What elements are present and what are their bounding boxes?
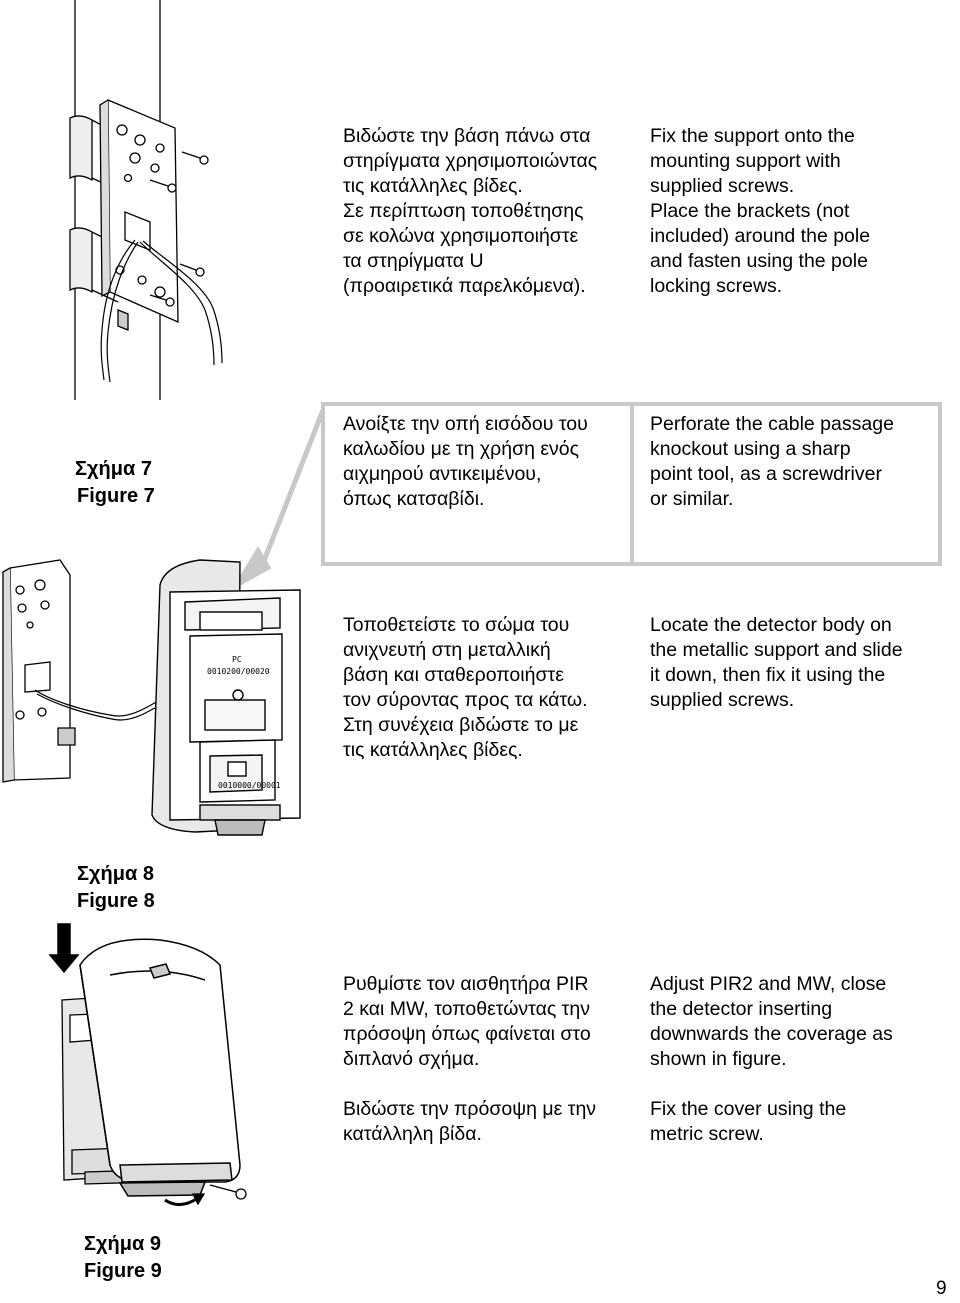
figure7-english-text: Perforate the cable passage knockout usi…	[650, 413, 894, 510]
figure7-greek-text: Ανοίξτε την οπή εισόδου του καλωδίου με …	[343, 413, 588, 510]
pcb-label-1: PC	[232, 655, 242, 664]
cover-closing-illustration	[48, 923, 247, 1206]
figure9-caption-english: Figure 9	[84, 1260, 162, 1282]
figure9-caption-greek: Σχήμα 9	[84, 1233, 161, 1255]
step4-english-text-2: Fix the cover using the metric screw.	[650, 1098, 847, 1145]
figure8-caption-greek: Σχήμα 8	[77, 863, 154, 885]
figure7-frame-divider	[630, 402, 634, 566]
step4-greek-text-1: Ρυθμίστε τον αισθητήρα PIR 2 και MW, τοπ…	[343, 973, 591, 1070]
figure8-caption-english: Figure 8	[77, 890, 155, 912]
step4-greek-text-2: Βιδώστε την πρόσοψη με την κατάλληλη βίδ…	[343, 1098, 597, 1145]
step4-english-text-1: Adjust PIR2 and MW, close the detector i…	[650, 973, 893, 1070]
page-number: 9	[936, 1278, 947, 1299]
step3-english-text: Locate the detector body on the metallic…	[650, 614, 903, 711]
pole-bracket-illustration	[69, 0, 223, 400]
pcb-label-2: 0010200/00020	[207, 667, 270, 676]
pcb-label-3: 0010000/00001	[218, 781, 281, 790]
pointer-arrow	[231, 409, 326, 591]
step1-english-text: Fix the support onto the mounting suppor…	[650, 125, 871, 297]
step1-greek-text: Βιδώστε την βάση πάνω στα στηρίγματα χρη…	[343, 125, 598, 297]
step3-greek-text: Τοποθετείστε το σώμα του ανιχνευτή στη μ…	[343, 614, 588, 761]
detector-body-illustration: PC 0010200/00020 0010000/00001	[2, 559, 301, 836]
figure7-caption-greek: Σχήμα 7	[75, 458, 152, 480]
figure7-caption-english: Figure 7	[77, 485, 155, 507]
